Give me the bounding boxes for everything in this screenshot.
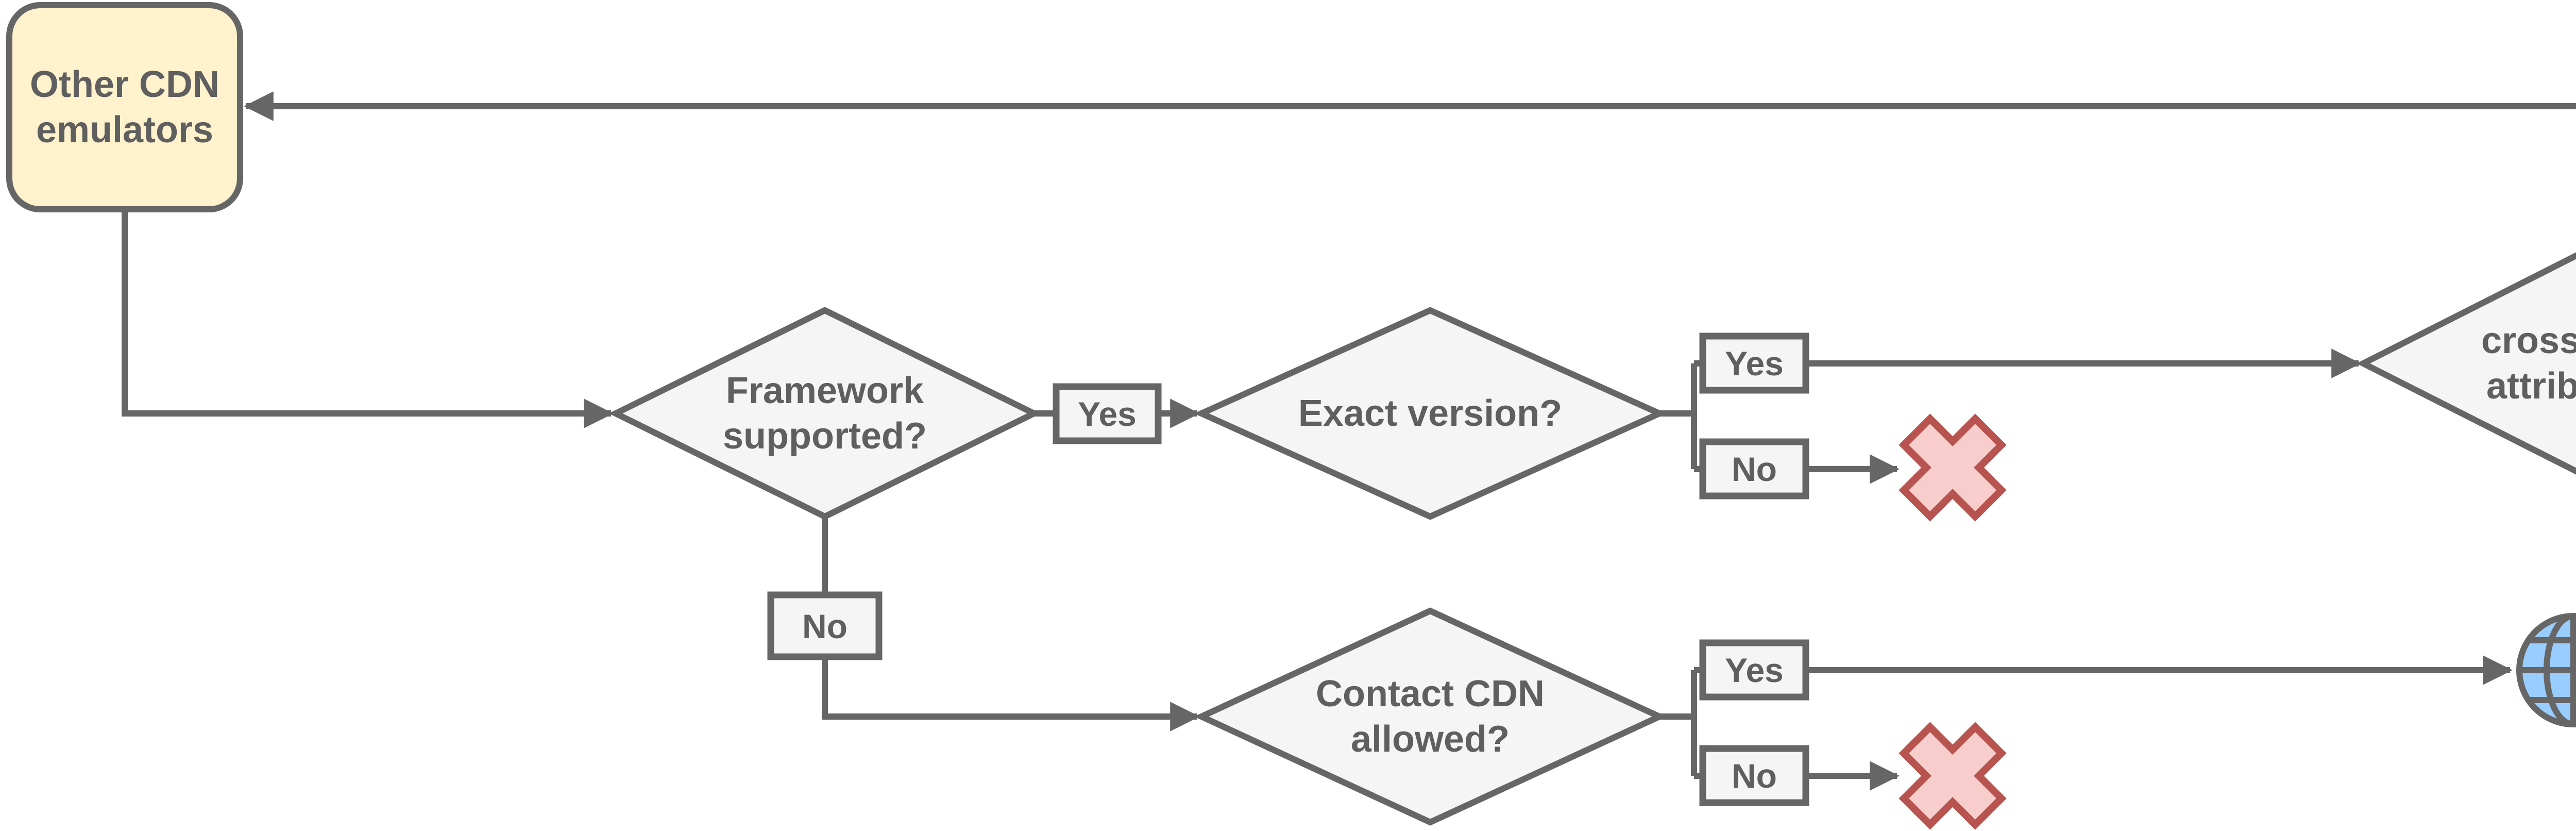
other-cdn-emulators-box — [6, 2, 243, 212]
exact-yes-text: Yes — [1725, 344, 1784, 383]
contact-no-box — [1699, 745, 1809, 806]
crossorigin-attributes-label-line2: attributes? — [2486, 365, 2576, 407]
framework-yes-box — [1053, 383, 1162, 444]
decision-crossorigin-attributes: crossorigin attributes? — [2356, 252, 2576, 475]
framework-no-box — [767, 591, 883, 660]
edge-framework-no-to-contact-cdn — [822, 517, 1200, 732]
contact-yes-box — [1699, 639, 1809, 701]
edge-label-exact-no: No — [1699, 438, 1809, 500]
crossorigin-attributes-diamond — [2356, 252, 2576, 475]
exact-no-text: No — [1732, 450, 1777, 488]
contact-cdn-allowed-label-line1: Contact CDN — [1316, 673, 1545, 714]
edge-label-framework-no: No — [767, 591, 883, 660]
other-cdn-emulators-label-line2: emulators — [36, 109, 213, 151]
other-cdn-emulators-label-line1: Other CDN — [30, 64, 219, 105]
contact-yes-text: Yes — [1725, 651, 1784, 689]
framework-supported-diamond — [608, 307, 1041, 520]
edge-other-cdn-to-framework — [122, 209, 614, 428]
contact-cdn-allowed-label-line2: allowed? — [1351, 719, 1510, 760]
exact-version-label: Exact version? — [1298, 393, 1562, 434]
exact-yes-box — [1699, 333, 1809, 394]
node-other-cdn-emulators: Other CDN emulators — [6, 2, 243, 212]
reject-x-icon — [1899, 722, 2007, 830]
edge-label-framework-yes: Yes — [1053, 383, 1162, 444]
edge-label-contact-yes: Yes — [1699, 639, 1809, 701]
contact-no-text: No — [1732, 757, 1777, 795]
decision-contact-cdn-allowed: Contact CDN allowed? — [1194, 607, 1667, 826]
exact-no-box — [1699, 438, 1809, 500]
decision-framework-supported: Framework supported? — [608, 307, 1041, 520]
exact-version-diamond — [1194, 307, 1667, 520]
edge-label-exact-yes: Yes — [1699, 333, 1809, 394]
framework-supported-label-line2: supported? — [723, 415, 927, 457]
framework-supported-label-line1: Framework — [726, 370, 924, 411]
reject-x-icon — [1899, 413, 2007, 522]
crossorigin-attributes-label-line1: crossorigin — [2481, 320, 2576, 361]
edge-label-contact-no: No — [1699, 745, 1809, 806]
globe-icon — [2516, 613, 2576, 727]
framework-yes-text: Yes — [1078, 395, 1137, 433]
contact-cdn-allowed-diamond — [1194, 607, 1667, 826]
framework-no-text: No — [802, 607, 848, 645]
decision-exact-version: Exact version? — [1194, 307, 1667, 520]
